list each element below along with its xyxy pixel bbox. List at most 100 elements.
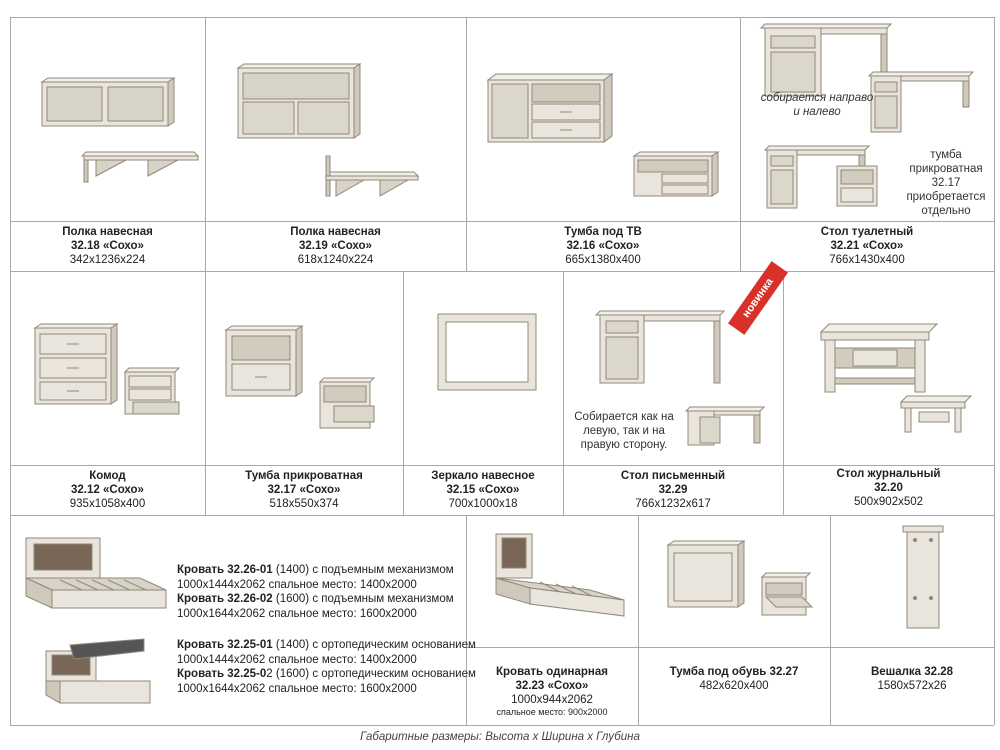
caption-single-bed-32-23: Кровать одинарная 32.23 «Сохо» 1000х944х… xyxy=(466,665,638,718)
bed-line-32-25-01: Кровать 32.25-01 (1400) с ортопедическим… xyxy=(177,638,476,653)
product-name: Стол письменный xyxy=(620,470,726,482)
bed-dims-32-25-01: 1000х1444х2062 спальное место: 1400х2000 xyxy=(177,654,417,666)
product-code: 32.15 «Сохо» xyxy=(446,484,520,496)
caption-writing-desk-32-29: Стол письменный 32.29 766х1232х617 xyxy=(563,469,783,511)
product-dims: 665х1380х400 xyxy=(565,254,641,266)
grid-line xyxy=(10,465,994,466)
bed-dims-32-25-02: 1000х1644х2062 спальное место: 1600х2000 xyxy=(177,683,417,695)
caption-hanger-32-28: Вешалка 32.28 1580х572х26 xyxy=(830,665,994,693)
bed-size: (1400) xyxy=(275,639,310,651)
product-name: Тумба под обувь 32.27 xyxy=(669,666,799,678)
bed-model: Кровать 32.26-02 xyxy=(177,593,273,605)
bed-size: 2 (1600) xyxy=(266,668,310,680)
product-code: 32.19 «Сохо» xyxy=(299,240,372,252)
bed-line-32-26-02: Кровать 32.26-02 (1600) с подъемным меха… xyxy=(177,592,454,607)
grid-line xyxy=(563,271,564,515)
grid-line xyxy=(403,271,404,515)
product-sleep-area: спальное место: 900х2000 xyxy=(496,707,608,717)
product-name: Стол журнальный xyxy=(836,468,941,480)
product-dims: 518х550х374 xyxy=(269,498,339,510)
caption-tv-stand-32-16: Тумба под ТВ 32.16 «Сохо» 665х1380х400 xyxy=(466,225,740,267)
caption-coffee-table-32-20: Стол журнальный 32.20 500х902х502 xyxy=(783,467,994,509)
product-dims: 766х1232х617 xyxy=(635,498,711,510)
product-dims: 342х1236х224 xyxy=(69,254,146,266)
grid-line xyxy=(994,17,995,725)
product-name: Вешалка 32.28 xyxy=(870,666,954,678)
note-line: отдельно xyxy=(921,205,971,217)
product-name: Кровать одинарная xyxy=(496,666,608,678)
bed-32-25-image xyxy=(45,638,151,704)
note-text: собирается направо и налево xyxy=(760,92,874,118)
grid-line xyxy=(466,647,994,648)
product-name: Тумба прикроватная xyxy=(245,470,363,482)
product-dims: 1580х572х26 xyxy=(877,680,947,692)
bed-model: Кровать 32.25-01 xyxy=(177,639,273,651)
grid-line xyxy=(10,17,11,725)
grid-line xyxy=(740,17,741,271)
note-line: Собирается как на xyxy=(574,411,674,423)
bed-line-32-26-01: Кровать 32.26-01 (1400) с подъемным меха… xyxy=(177,563,454,578)
grid-line xyxy=(10,221,994,222)
bed-desc: с ортопедическим основанием xyxy=(312,639,476,651)
shelf-32-18-image xyxy=(40,77,200,183)
product-code: 32.18 «Сохо» xyxy=(71,240,144,252)
product-dims: 500х902х502 xyxy=(853,496,924,508)
caption-chest-32-12: Комод 32.12 «Сохо» 935х1058х400 xyxy=(10,469,205,511)
caption-shelf-32-19: Полка навесная 32.19 «Сохо» 618х1240х224 xyxy=(205,225,466,267)
product-name: Комод xyxy=(89,470,126,482)
grid-line xyxy=(10,725,994,726)
chest-32-12-image xyxy=(33,323,181,415)
bed-model: Кровать 32.26-01 xyxy=(177,564,273,576)
grid-line xyxy=(205,271,206,515)
mirror-32-15-image xyxy=(437,313,537,391)
bed-dims-32-26-01: 1000х1444х2062 спальное место: 1400х2000 xyxy=(177,579,417,591)
product-code: 32.20 xyxy=(874,482,903,494)
vanity-nightstand-note: тумба прикроватная 32.17 приобретается о… xyxy=(898,148,994,218)
bed-desc: с ортопедическим основанием xyxy=(312,668,476,680)
product-dims: 700х1000х18 xyxy=(448,498,518,510)
product-dims: 766х1430х400 xyxy=(829,254,905,266)
caption-shoe-cabinet-32-27: Тумба под обувь 32.27 482х620х400 xyxy=(638,665,830,693)
bed-size: (1400) xyxy=(275,564,310,576)
grid-line xyxy=(783,271,784,515)
shelf-32-19-image xyxy=(236,63,420,197)
product-name: Тумба под ТВ xyxy=(564,226,642,238)
product-dims: 1000х944х2062 xyxy=(511,694,593,706)
note-line: тумба xyxy=(930,149,962,161)
writing-desk-32-29-image xyxy=(594,310,766,446)
product-dims: 482х620х400 xyxy=(699,680,769,692)
bed-dims-32-26-02: 1000х1644х2062 спальное место: 1600х2000 xyxy=(177,608,417,620)
note-line: приобретается xyxy=(906,191,986,203)
grid-line xyxy=(205,17,206,271)
product-name: Полка навесная xyxy=(290,226,381,238)
product-dims: 935х1058х400 xyxy=(69,498,146,510)
bed-size: (1600) xyxy=(275,593,310,605)
vanity-desk-32-21-image xyxy=(759,23,975,209)
product-name: Стол туалетный xyxy=(820,226,914,238)
caption-nightstand-32-17: Тумба прикроватная 32.17 «Сохо» 518х550х… xyxy=(205,469,403,511)
product-code: 32.29 xyxy=(658,484,688,496)
bed-model: Кровать 32.25-0 xyxy=(177,668,267,680)
grid-line xyxy=(638,515,639,725)
product-code: 32.17 «Сохо» xyxy=(267,484,341,496)
caption-shelf-32-18: Полка навесная 32.18 «Сохо» 342х1236х224 xyxy=(10,225,205,267)
product-name: Зеркало навесное xyxy=(431,470,535,482)
product-code: 32.23 «Сохо» xyxy=(515,680,589,692)
dimensions-footnote: Габаритные размеры: Высота х Ширина х Гл… xyxy=(360,731,640,743)
caption-vanity-32-21: Стол туалетный 32.21 «Сохо» 766х1430х400 xyxy=(740,225,994,267)
hanger-32-28-image xyxy=(902,525,944,629)
grid-line xyxy=(10,17,994,18)
grid-line xyxy=(830,515,831,725)
shoe-cabinet-32-27-image xyxy=(666,540,814,616)
single-bed-32-23-image xyxy=(495,533,625,617)
bed-32-26-image xyxy=(25,537,167,609)
grid-line xyxy=(10,515,994,516)
product-name: Полка навесная xyxy=(62,226,153,238)
product-code: 32.16 «Сохо» xyxy=(566,240,640,252)
coffee-table-32-20-image xyxy=(819,323,973,433)
vanity-assembly-note: собирается направо и налево xyxy=(757,91,877,119)
nightstand-32-17-image xyxy=(224,325,376,429)
bed-desc: с подъемным механизмом xyxy=(312,593,454,605)
product-code: 32.12 «Сохо» xyxy=(71,484,144,496)
grid-line xyxy=(466,17,467,271)
